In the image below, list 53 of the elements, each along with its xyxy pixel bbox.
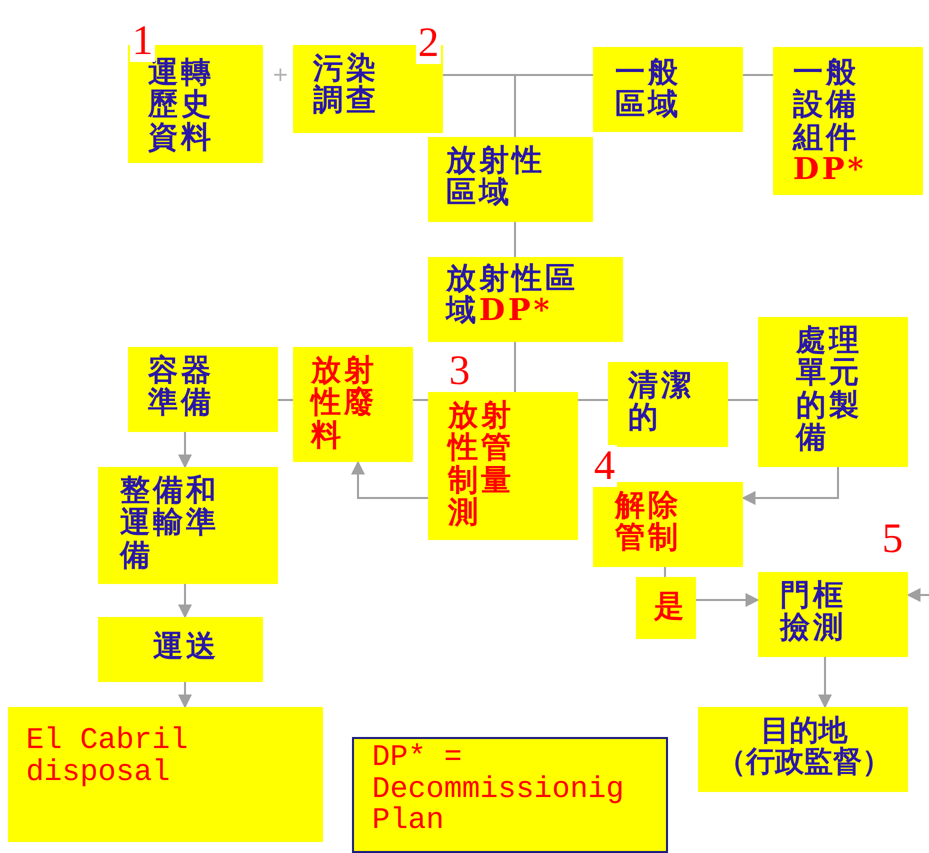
box-label: 清潔的 xyxy=(628,370,695,435)
connector-line xyxy=(278,399,293,401)
process-box xyxy=(98,467,278,584)
arrow xyxy=(742,467,839,505)
connector-line xyxy=(443,74,516,137)
process-box xyxy=(593,47,743,132)
plus-sign: + xyxy=(272,62,289,86)
connector-line xyxy=(514,222,516,257)
box-label: 目的地（行政監督） xyxy=(716,715,892,778)
box-label: 污染調查 xyxy=(313,53,380,118)
box-label: 放射性廢料 xyxy=(311,355,378,452)
process-box xyxy=(773,47,923,195)
connector-line xyxy=(578,399,608,401)
box-label: 運送 xyxy=(153,631,220,664)
box-label: 解除管制 xyxy=(615,490,682,555)
process-box xyxy=(428,392,578,540)
box-label: 放射性區域 xyxy=(446,145,546,210)
process-box xyxy=(636,577,696,639)
key-note: DP* = Decommissionig Plan xyxy=(372,743,626,838)
arrow xyxy=(178,432,192,468)
process-box xyxy=(608,362,728,447)
connector-line xyxy=(413,399,428,401)
process-box xyxy=(593,482,743,567)
box-label: 整備和運輸準備 xyxy=(120,475,220,572)
arrow xyxy=(906,588,929,602)
step-number: 4 xyxy=(592,445,617,487)
arrow xyxy=(178,584,192,618)
box-label: 一般區域 xyxy=(615,57,682,122)
box-label: 放射性管制量測 xyxy=(448,400,515,530)
box-label: 一般設備組件 DP* xyxy=(793,57,868,187)
process-box xyxy=(98,617,263,682)
process-box xyxy=(128,347,278,432)
process-box xyxy=(8,707,323,842)
connector-line xyxy=(728,399,758,401)
connector-line xyxy=(664,567,666,577)
arrow xyxy=(351,460,428,499)
box-label: 門框撿測 xyxy=(780,580,847,645)
process-box xyxy=(758,572,908,657)
process-box xyxy=(698,707,908,792)
process-box xyxy=(293,347,413,462)
box-label: 容器準備 xyxy=(148,355,215,420)
connector-line xyxy=(743,74,773,76)
arrow xyxy=(696,593,760,607)
arrow xyxy=(818,657,832,708)
connector-line xyxy=(514,342,516,392)
arrow xyxy=(178,682,192,708)
process-box xyxy=(428,257,623,342)
process-box xyxy=(758,317,908,467)
box-label: 是 xyxy=(654,591,688,624)
box-label: 放射性區域DP* xyxy=(446,263,579,328)
box-label: 處理單元的製備 xyxy=(796,325,863,455)
process-box xyxy=(428,137,593,222)
box-label: El Cabril disposal xyxy=(26,725,190,790)
